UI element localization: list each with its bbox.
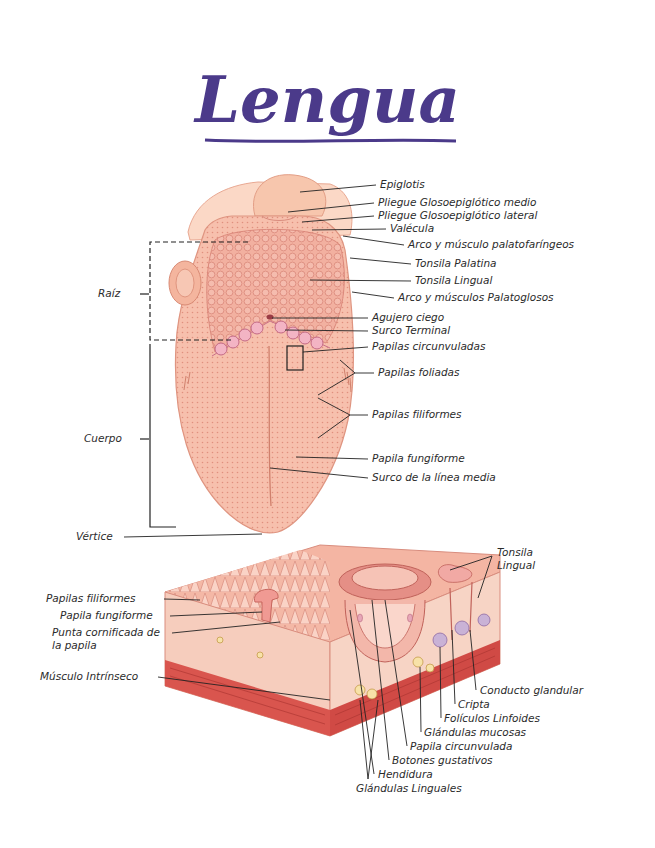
title: Lengua: [0, 62, 655, 138]
part-label: Papilas circunvuladas: [372, 340, 485, 353]
part-label: Tonsila Palatina: [415, 257, 497, 270]
part-label: Folículos Linfoides: [444, 712, 540, 725]
part-label: Papilas foliadas: [378, 366, 459, 379]
part-label: Papilas filiformes: [46, 592, 136, 605]
part-label: Surco Terminal: [372, 324, 450, 337]
region-label: Raíz: [98, 287, 120, 300]
part-label: Punta cornificada de la papila: [52, 626, 168, 652]
part-label: Músculo Intrínseco: [40, 670, 138, 683]
part-label: Valécula: [390, 222, 434, 235]
part-label: Glándulas mucosas: [424, 726, 526, 739]
region-bracket: [140, 242, 248, 527]
part-label: Cripta: [458, 698, 490, 711]
part-label: Tonsila Lingual: [497, 546, 559, 572]
part-label: Tonsila Lingual: [415, 274, 492, 287]
part-label: Botones gustativos: [392, 754, 493, 767]
part-label: Agujero ciego: [372, 311, 444, 324]
part-label: Conducto glandular: [480, 684, 583, 697]
tissue-block-illustration: [165, 545, 500, 736]
part-label: Papila fungiforme: [60, 609, 153, 622]
part-label: Pliegue Glosoepiglótico lateral: [378, 209, 537, 222]
part-label: Papila fungiforme: [372, 452, 465, 465]
region-label: Cuerpo: [84, 432, 122, 445]
part-label: Hendidura: [378, 768, 433, 781]
part-label: Papilas filiformes: [372, 408, 462, 421]
region-label: Vértice: [76, 530, 113, 543]
part-label: Pliegue Glosoepiglótico medio: [378, 196, 536, 209]
part-label: Arco y músculo palatofaríngeos: [408, 238, 574, 251]
title-underline: [205, 140, 456, 141]
part-label: Epiglotis: [380, 178, 425, 191]
tongue-illustration: [169, 175, 353, 533]
part-label: Papila circunvulada: [410, 740, 512, 753]
part-label: Glándulas Linguales: [356, 782, 462, 795]
part-label: Arco y músculos Palatoglosos: [398, 291, 554, 304]
part-label: Surco de la línea media: [372, 471, 496, 484]
